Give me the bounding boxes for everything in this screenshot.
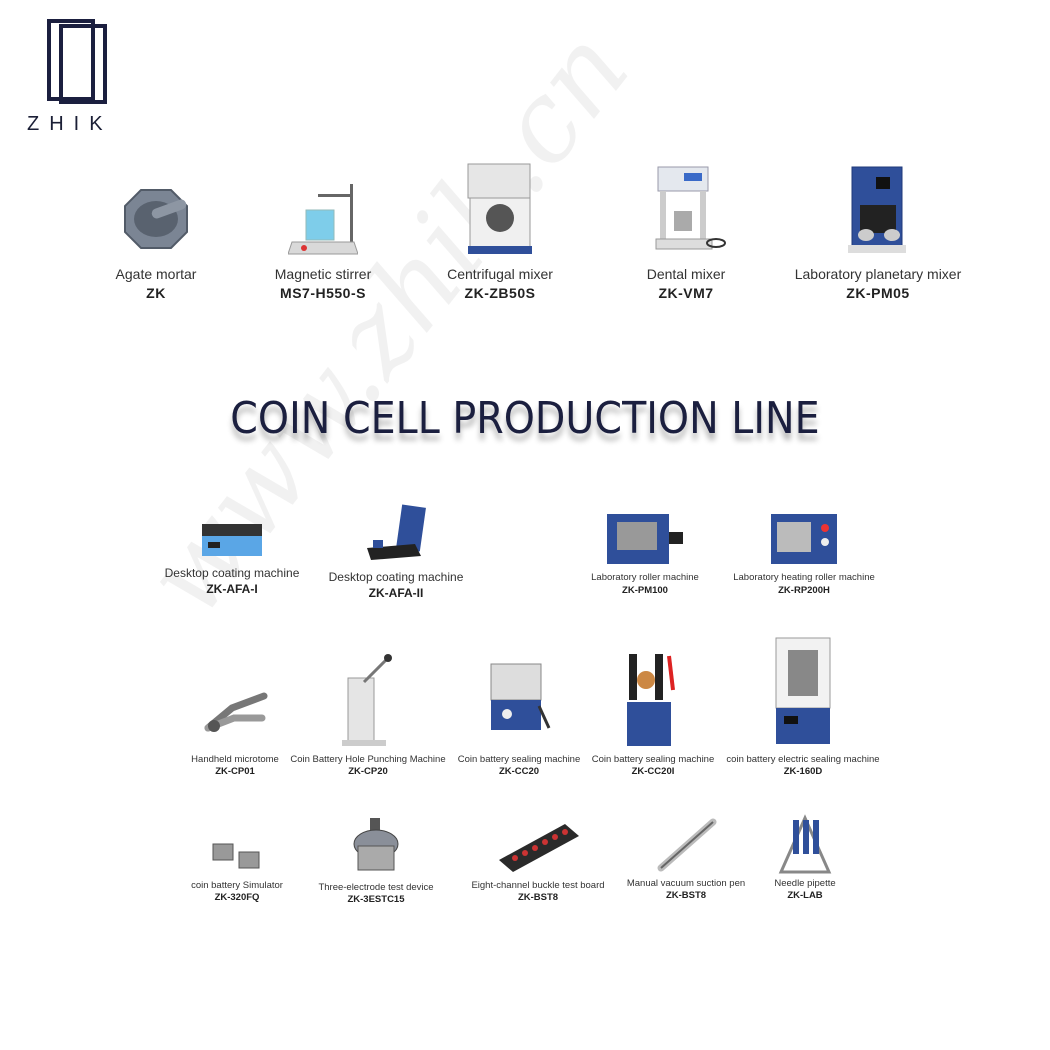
- product-model: MS7-H550-S: [280, 285, 366, 301]
- product-vacuum-suction-pen[interactable]: Manual vacuum suction pen ZK-BST8: [624, 816, 748, 901]
- product-hole-punching-machine[interactable]: Coin Battery Hole Punching Machine ZK-CP…: [290, 652, 446, 777]
- product-handheld-microtome[interactable]: Handheld microtome ZK-CP01: [180, 678, 290, 777]
- punching-machine-icon: [338, 652, 398, 750]
- product-roller-machine[interactable]: Laboratory roller machine ZK-PM100: [582, 510, 708, 596]
- product-model: ZK-AFA-II: [368, 586, 424, 600]
- product-sealing-machine-cc20i[interactable]: Coin battery sealing machine ZK-CC20I: [590, 650, 716, 777]
- product-name: Coin battery sealing machine: [457, 754, 581, 765]
- product-magnetic-stirrer[interactable]: Magnetic stirrer MS7-H550-S: [262, 180, 384, 301]
- product-planetary-mixer[interactable]: Laboratory planetary mixer ZK-PM05: [788, 165, 968, 301]
- suction-pen-icon: [653, 816, 719, 874]
- product-dental-mixer[interactable]: Dental mixer ZK-VM7: [626, 165, 746, 301]
- test-board-icon: [495, 820, 581, 876]
- product-name: Handheld microtome: [191, 754, 279, 765]
- product-name: Laboratory planetary mixer: [794, 266, 962, 282]
- mortar-icon: [121, 180, 191, 256]
- dental-mixer-icon: [646, 165, 726, 256]
- three-electrode-icon: [348, 816, 404, 878]
- product-model: ZK-CC20I: [631, 766, 675, 777]
- product-model: ZK-PM100: [622, 585, 668, 596]
- product-eight-channel-board[interactable]: Eight-channel buckle test board ZK-BST8: [470, 820, 606, 903]
- product-coating-machine-1[interactable]: Desktop coating machine ZK-AFA-I: [158, 522, 306, 596]
- coating-machine-icon: [365, 504, 427, 564]
- product-name: Centrifugal mixer: [447, 266, 553, 282]
- product-model: ZK-160D: [783, 766, 823, 777]
- centrifugal-mixer-icon: [464, 162, 536, 256]
- product-name: coin battery electric sealing machine: [726, 754, 880, 765]
- product-name: Desktop coating machine: [164, 566, 300, 580]
- product-sealing-machine-cc20[interactable]: Coin battery sealing machine ZK-CC20: [454, 660, 584, 777]
- product-needle-pipette[interactable]: Needle pipette ZK-LAB: [760, 814, 850, 901]
- product-name: coin battery Simulator: [191, 880, 283, 891]
- product-name: Agate mortar: [115, 266, 197, 282]
- product-model: ZK-LAB: [787, 890, 823, 901]
- product-model: ZK-CP20: [348, 766, 388, 777]
- product-model: ZK-ZB50S: [464, 285, 536, 301]
- product-model: ZK-VM7: [658, 285, 714, 301]
- product-heating-roller-machine[interactable]: Laboratory heating roller machine ZK-RP2…: [728, 510, 880, 596]
- product-name: Laboratory roller machine: [591, 572, 699, 583]
- product-model: ZK-RP200H: [778, 585, 830, 596]
- product-model: ZK-PM05: [846, 285, 910, 301]
- product-three-electrode-device[interactable]: Three-electrode test device ZK-3ESTC15: [310, 816, 442, 905]
- planetary-mixer-icon: [846, 165, 910, 256]
- section-title: COIN CELL PRODUCTION LINE: [230, 393, 820, 444]
- product-centrifugal-mixer[interactable]: Centrifugal mixer ZK-ZB50S: [440, 162, 560, 301]
- product-name: Eight-channel buckle test board: [471, 880, 605, 891]
- product-name: Needle pipette: [774, 878, 836, 889]
- product-name: Desktop coating machine: [328, 570, 464, 584]
- microtome-icon: [202, 678, 268, 750]
- pipette-icon: [775, 814, 835, 874]
- sealing-machine-icon: [625, 650, 681, 750]
- product-coating-machine-2[interactable]: Desktop coating machine ZK-AFA-II: [322, 504, 470, 600]
- sealing-machine-icon: [487, 660, 551, 750]
- product-name: Three-electrode test device: [318, 882, 434, 893]
- product-model: ZK-320FQ: [214, 892, 260, 903]
- product-model: ZK-BST8: [665, 890, 707, 901]
- product-name: Coin Battery Hole Punching Machine: [290, 754, 446, 765]
- brand-name: ZHIK: [27, 113, 113, 135]
- product-name: Manual vacuum suction pen: [626, 878, 746, 889]
- product-agate-mortar[interactable]: Agate mortar ZK: [96, 180, 216, 301]
- brand-logo-mark: [46, 18, 108, 104]
- product-name: Dental mixer: [646, 266, 726, 282]
- product-model: ZK-CC20: [498, 766, 540, 777]
- product-model: ZK-3ESTC15: [347, 894, 405, 905]
- product-name: Magnetic stirrer: [274, 266, 372, 282]
- product-battery-simulator[interactable]: coin battery Simulator ZK-320FQ: [182, 836, 292, 903]
- heating-roller-icon: [769, 510, 839, 566]
- stirrer-icon: [287, 180, 359, 256]
- electric-sealing-icon: [768, 634, 838, 750]
- roller-machine-icon: [605, 510, 685, 566]
- battery-simulator-icon: [209, 836, 265, 876]
- product-model: ZK: [146, 285, 166, 301]
- product-model: ZK-AFA-I: [206, 582, 258, 596]
- product-name: Laboratory heating roller machine: [733, 572, 875, 583]
- coating-machine-icon: [200, 522, 264, 560]
- product-electric-sealing-machine[interactable]: coin battery electric sealing machine ZK…: [724, 634, 882, 777]
- product-name: Coin battery sealing machine: [591, 754, 715, 765]
- product-model: ZK-CP01: [215, 766, 255, 777]
- product-model: ZK-BST8: [517, 892, 559, 903]
